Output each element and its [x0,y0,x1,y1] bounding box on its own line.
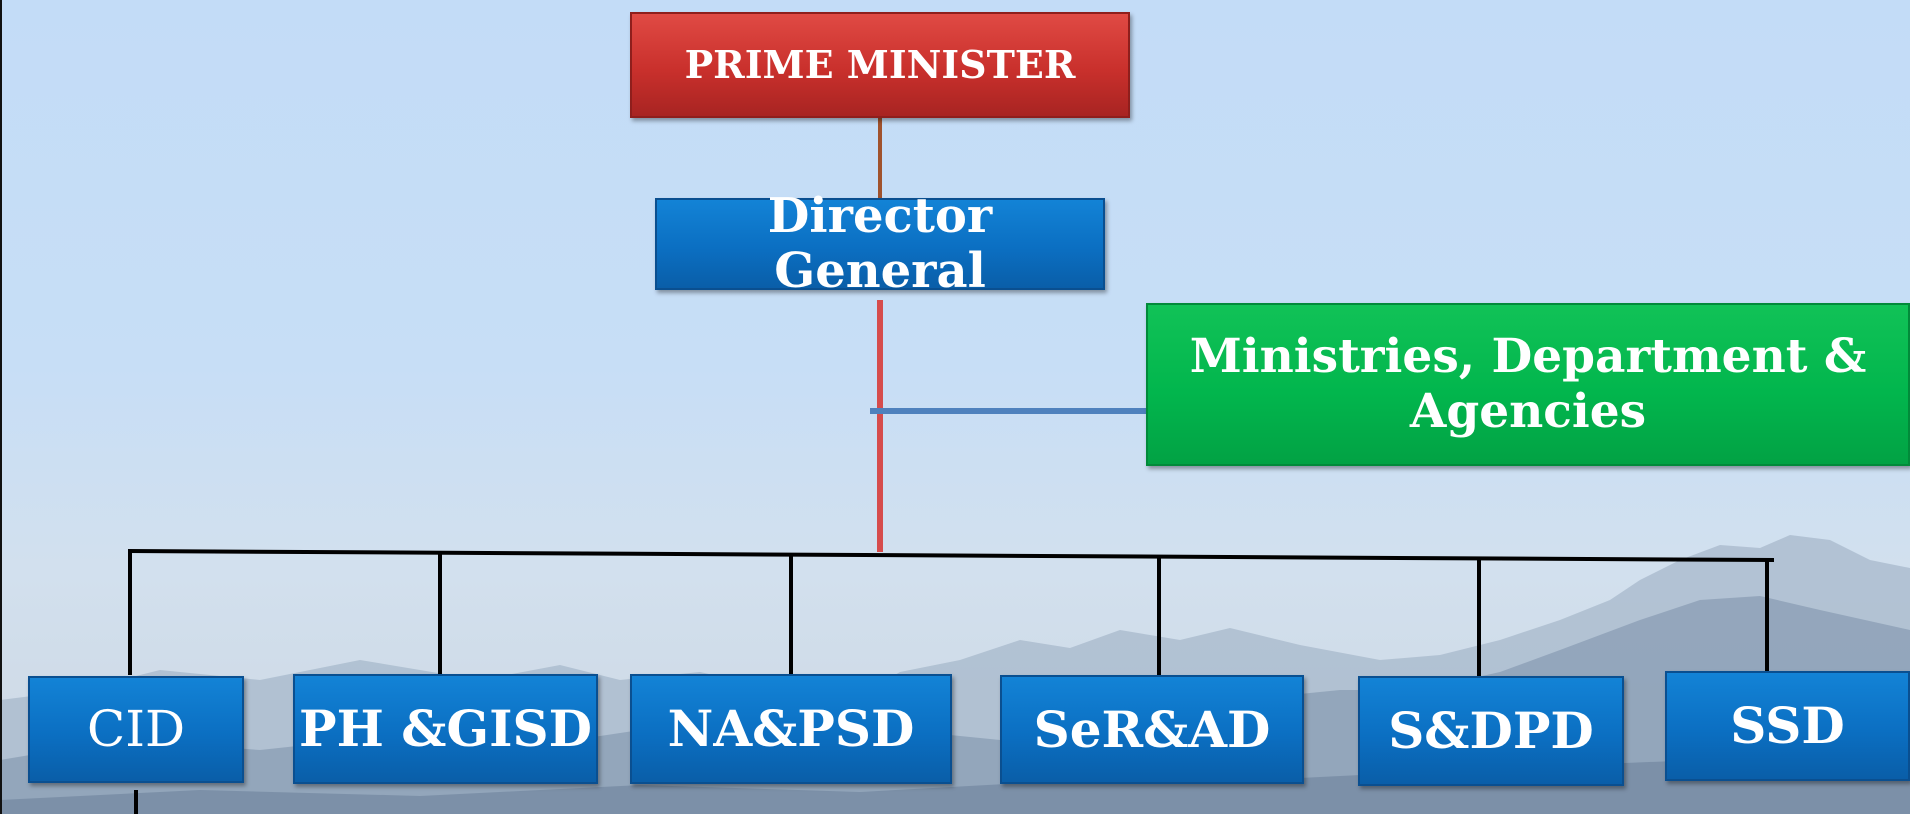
division-label-serad: SeR&AD [1033,699,1271,759]
division-box-phgisd: PH &GISD [293,674,598,784]
prime-minister-label: PRIME MINISTER [684,42,1076,88]
division-box-cid: CID [28,676,244,783]
division-label-phgisd: PH &GISD [299,699,592,759]
division-label-sdpd: S&DPD [1388,701,1594,761]
slide-left-border [0,0,2,814]
ministries-departments-agencies-box: Ministries, Department & Agencies [1146,303,1910,466]
division-label-ssd: SSD [1730,696,1845,756]
prime-minister-box: PRIME MINISTER [630,12,1130,118]
division-box-serad: SeR&AD [1000,675,1304,784]
director-general-label: Director General [767,187,993,299]
division-box-ssd: SSD [1665,671,1910,781]
division-box-sdpd: S&DPD [1358,676,1624,786]
division-label-napsd: NA&PSD [667,699,915,759]
director-general-box: Director General [655,188,1105,299]
ministries-departments-agencies-label: Ministries, Department & Agencies [1189,329,1867,439]
division-box-napsd: NA&PSD [630,674,952,784]
connector-bus [127,549,1775,562]
division-label-cid: CID [86,699,186,758]
